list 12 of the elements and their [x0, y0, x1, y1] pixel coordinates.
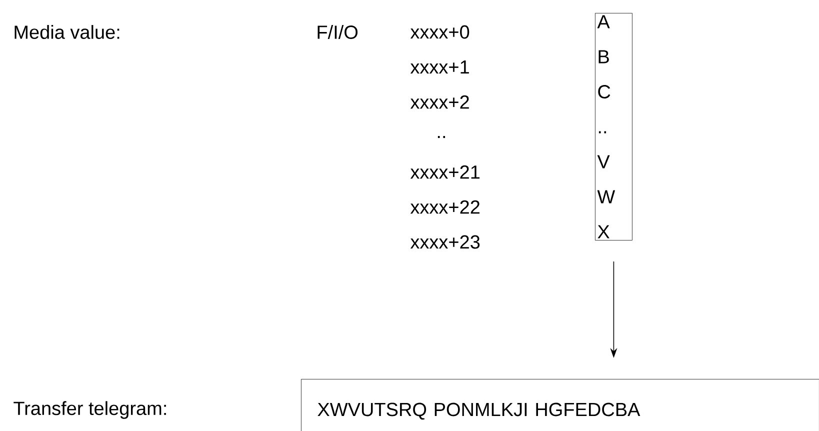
ellipsis: .. [438, 136, 446, 138]
address-label: xxxx+0 [410, 25, 470, 39]
telegram-box: XWVUTSRQ PONMLKJI HGFEDCBA [301, 379, 819, 431]
fio-label: F/I/O [318, 25, 358, 39]
address-label: xxxx+22 [410, 200, 480, 214]
letter-column-box: A B C .. V W X [595, 13, 632, 240]
media-label: Media value: [14, 25, 120, 39]
address-label: xxxx+2 [410, 95, 469, 109]
telegram-label: Transfer telegram: [14, 401, 166, 419]
address-label: xxxx+21 [410, 165, 480, 179]
address-label: xxxx+1 [410, 60, 469, 74]
address-label: xxxx+23 [410, 235, 480, 249]
